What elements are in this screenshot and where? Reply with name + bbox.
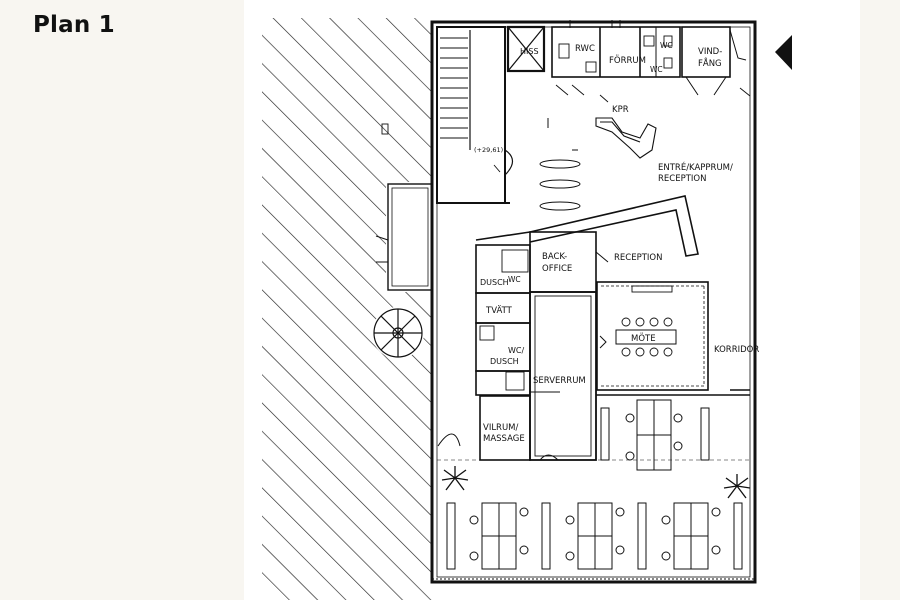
- label-vilrum-2: MASSAGE: [483, 434, 525, 444]
- label-vindfang-1: VIND-: [698, 47, 722, 57]
- terrain-hatching: [262, 18, 434, 600]
- workstation-cluster-middle: [600, 399, 710, 471]
- spiral-stair: [373, 308, 423, 358]
- top-rooms: [551, 26, 747, 96]
- label-serverrum: SERVERRUM: [533, 376, 586, 386]
- label-back-1: BACK-: [542, 252, 567, 262]
- floor-plan: HISS (+29,61) RWC FÖRRUM WC WC VIND- FÅN…: [262, 18, 792, 600]
- exterior-walls: [430, 20, 757, 584]
- stair-treads: [440, 37, 468, 139]
- label-reception: RECEPTION: [614, 253, 662, 263]
- stair-core: [436, 25, 546, 204]
- door-swings: [493, 20, 751, 173]
- label-korridor: KORRIDOR: [714, 345, 759, 355]
- plant-icon: [441, 466, 751, 499]
- level-mark: (+29,61): [474, 146, 503, 154]
- label-rwc: RWC: [575, 44, 595, 54]
- label-wc-c: WC: [508, 275, 521, 284]
- label-wc-a: WC: [660, 41, 673, 50]
- label-wc-dusch-2: DUSCH: [490, 357, 519, 366]
- label-kpr: KPR: [612, 105, 629, 115]
- label-vindfang-2: FÅNG: [698, 57, 722, 69]
- kpr-counter: [595, 117, 657, 159]
- exterior-annex: [375, 123, 433, 291]
- workstation-clusters-bottom: [446, 502, 743, 570]
- label-entre-1: ENTRÉ/KAPPRUM/: [658, 161, 733, 173]
- label-wc-b: WC: [650, 65, 663, 74]
- label-entre-2: RECEPTION: [658, 174, 706, 184]
- label-vilrum-1: VILRUM/: [483, 423, 519, 433]
- reception-wall: [475, 195, 699, 257]
- corridor-walls: [437, 389, 750, 461]
- meeting-room: [596, 281, 709, 391]
- lobby-furniture: [539, 118, 581, 211]
- label-hiss: HISS: [520, 47, 539, 56]
- entrance-arrow: [775, 35, 792, 70]
- page-title: Plan 1: [33, 12, 115, 38]
- label-forrum: FÖRRUM: [609, 55, 646, 66]
- label-tvatt: TVÄTT: [485, 305, 513, 316]
- label-mote: MÖTE: [631, 333, 656, 344]
- label-back-2: OFFICE: [542, 264, 572, 274]
- label-wc-dusch-1: WC/: [508, 346, 524, 355]
- label-dusch-a: DUSCH: [480, 278, 509, 287]
